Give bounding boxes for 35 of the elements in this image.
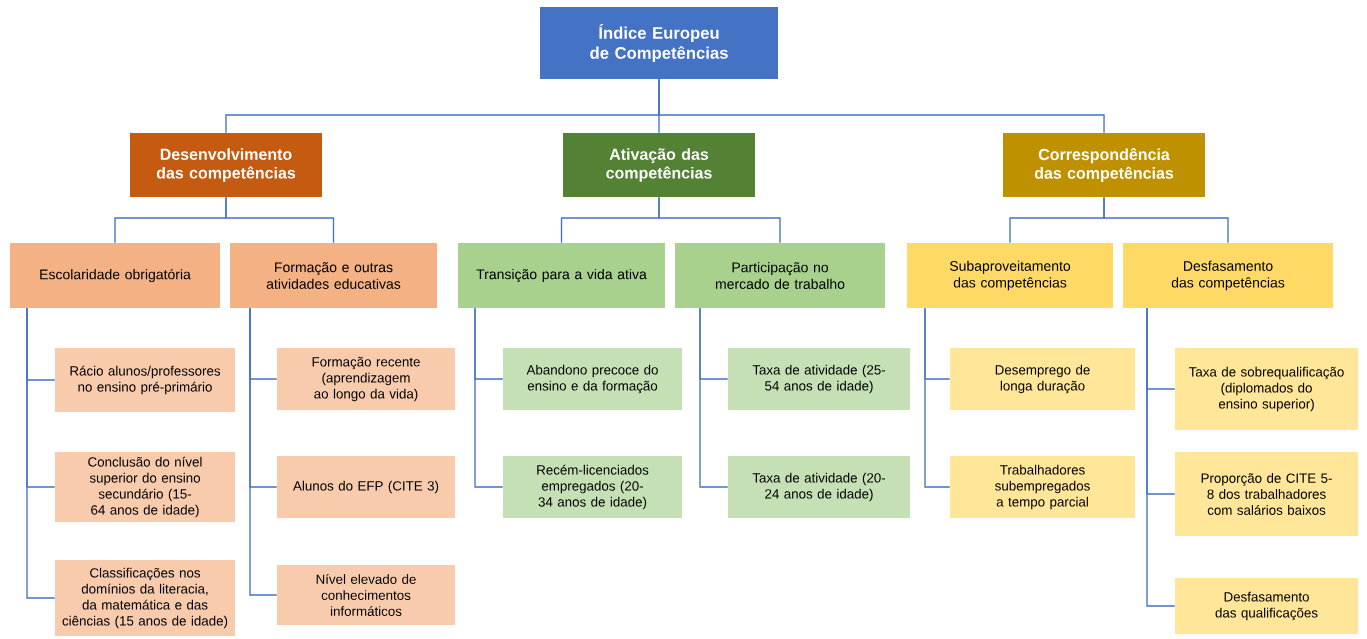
connector-line (924, 307, 951, 488)
connector-line (26, 307, 56, 599)
connector-line (474, 307, 504, 488)
connector-line (225, 196, 335, 244)
indicator-box: Nível elevado de conhecimentos informáticos (277, 565, 455, 625)
subcategory-box: Transição para a vida ativa (458, 243, 665, 308)
indicator-box: Taxa de atividade (20-24 anos de idade) (728, 456, 910, 518)
indicator-box: Alunos do EFP (CITE 3) (277, 456, 455, 518)
indicator-box: Taxa de sobrequalificação (diplomados do ensino superior) (1175, 348, 1358, 430)
subcategory-box: Subaproveitamento das competências (907, 243, 1113, 308)
indicator-box: Formação recente (aprendizagem ao longo da vida) (277, 348, 455, 410)
indicator-box: Taxa de atividade (25-54 anos de idade) (728, 348, 910, 410)
connector-line (658, 78, 1105, 134)
connector-line (699, 307, 729, 488)
indicator-box: Trabalhadores subempregados a tempo parcial (950, 456, 1135, 518)
connector-line (1103, 196, 1229, 244)
connector-line (658, 196, 781, 244)
indicator-box: Classificações nos domínios da literacia, da matemática e das ciências (15 anos de idade) (55, 560, 235, 636)
subcategory-box: Participação no mercado de trabalho (675, 243, 885, 308)
indicator-box: Desemprego de longa duração (950, 348, 1135, 410)
indicator-box: Abandono precoce do ensino e da formação (503, 348, 682, 410)
root-box: Índice Europeu de Competências (540, 7, 778, 79)
indicator-box: Conclusão do nível superior do ensino secundário (15-64 anos de idade) (55, 452, 235, 522)
subcategory-box: Desfasamento das competências (1123, 243, 1333, 308)
indicator-box: Rácio alunos/professores no ensino pré-primário (55, 348, 235, 412)
subcategory-box: Escolaridade obrigatória (10, 243, 220, 308)
subcategory-box: Formação e outras atividades educativas (230, 243, 437, 308)
indicator-box: Proporção de CITE 5-8 dos trabalhadores com salários baixos (1175, 452, 1358, 536)
category-box: Ativação das competências (563, 133, 755, 197)
indicator-box: Recém-licenciados empregados (20-34 anos de idade) (503, 456, 682, 518)
category-box: Correspondência das competências (1003, 133, 1205, 197)
connector-line (1146, 307, 1176, 607)
connector-line (249, 307, 278, 596)
category-box: Desenvolvimento das competências (130, 133, 322, 197)
indicator-box: Desfasamento das qualificações (1175, 578, 1358, 634)
